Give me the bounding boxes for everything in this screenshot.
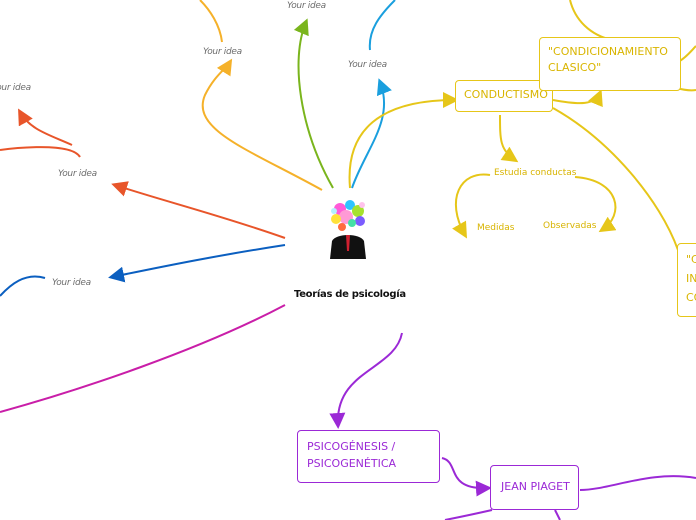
link-y-medidas	[452, 173, 491, 239]
jean-piaget-node[interactable]: JEAN PIAGET	[490, 465, 579, 510]
idea-node-red[interactable]: Your idea	[58, 169, 97, 179]
idea-node-red-sub[interactable]: Your idea	[0, 83, 31, 93]
idea-node-green[interactable]: Your idea	[287, 1, 326, 11]
link-yellow-main	[348, 92, 459, 189]
central-topic-title[interactable]: Teorías de psicología	[294, 289, 406, 300]
truncated-line-1: "C	[686, 253, 696, 266]
link-red-3	[18, 108, 73, 146]
link-blue-2	[0, 275, 46, 297]
link-red-2	[0, 146, 81, 158]
medidas-node[interactable]: Medidas	[477, 223, 515, 233]
psicogenesis-label: PSICOGÉNESIS / PSICOGENÉTICA	[307, 440, 397, 470]
central-figure-image	[330, 200, 366, 259]
link-y-observadas	[574, 176, 617, 233]
link-y-estudia	[499, 114, 519, 163]
idea-node-orange[interactable]: Your idea	[203, 47, 242, 57]
link-purple	[329, 332, 403, 429]
jean-piaget-label: JEAN PIAGET	[501, 480, 570, 493]
estudia-conductas-node[interactable]: Estudia conductas	[494, 168, 577, 178]
psicogenesis-node[interactable]: PSICOGÉNESIS / PSICOGENÉTICA	[297, 430, 440, 483]
idea-node-cyan[interactable]: Your idea	[348, 60, 387, 70]
link-green	[293, 18, 334, 189]
link-y-top	[569, 0, 613, 41]
conductismo-label: CONDUCTISMO	[464, 88, 548, 101]
link-orange	[201, 58, 323, 191]
link-y-right	[552, 107, 679, 251]
condicionamiento-clasico-node[interactable]: "CONDICIONAMIENTO CLASICO"	[539, 37, 681, 91]
truncated-yellow-node[interactable]: "C IN CO	[677, 243, 696, 317]
idea-node-blue[interactable]: Your idea	[52, 278, 91, 288]
link-blue	[108, 244, 286, 283]
link-purple-2	[441, 457, 492, 497]
link-magenta	[0, 304, 286, 413]
link-purple-3	[579, 475, 696, 491]
link-red	[111, 181, 286, 239]
truncated-line-3: CO	[686, 291, 696, 304]
link-cyan	[351, 78, 392, 189]
observadas-node[interactable]: Observadas	[543, 221, 597, 231]
conductismo-node[interactable]: CONDUCTISMO	[455, 80, 553, 112]
link-y-condic	[552, 89, 603, 108]
link-orange-top	[199, 0, 223, 43]
condicionamiento-label: "CONDICIONAMIENTO CLASICO"	[548, 45, 668, 74]
link-purple-4	[444, 509, 493, 520]
link-purple-5	[554, 509, 561, 520]
truncated-line-2: IN	[686, 272, 696, 285]
link-cyan-top	[368, 0, 396, 51]
